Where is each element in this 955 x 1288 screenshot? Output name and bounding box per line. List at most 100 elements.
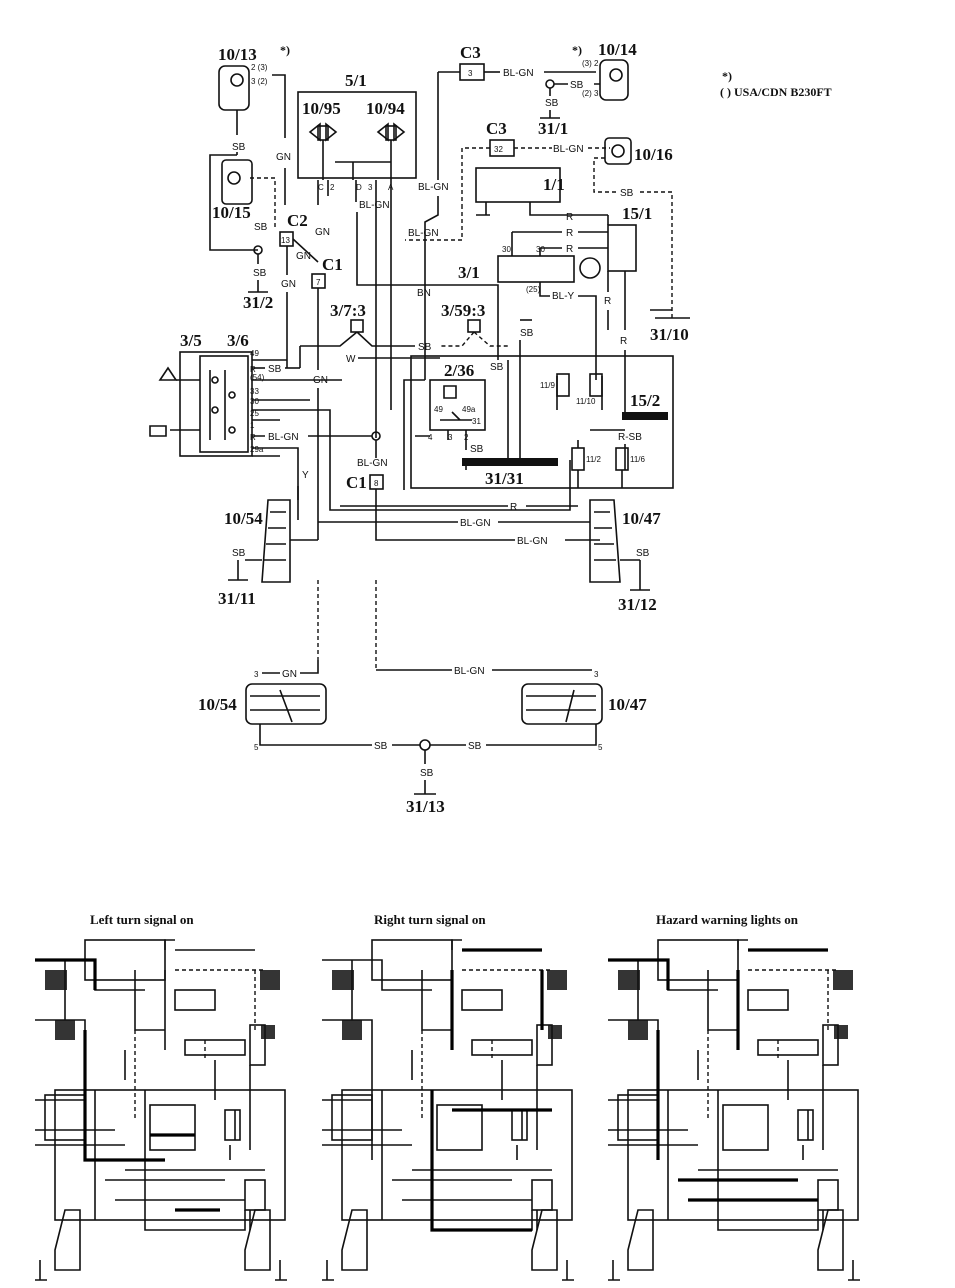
svg-text:49: 49 xyxy=(434,405,443,414)
svg-text:GN: GN xyxy=(296,251,311,262)
lamp-10-14 xyxy=(599,59,629,101)
svg-text:5: 5 xyxy=(254,743,259,752)
svg-text:29a: 29a xyxy=(250,445,264,454)
svg-text:11/10: 11/10 xyxy=(576,397,596,406)
svg-text:R: R xyxy=(566,244,573,255)
label-31-11: 31/11 xyxy=(218,589,256,608)
svg-text:2 (3): 2 (3) xyxy=(251,63,268,72)
svg-text:GN: GN xyxy=(315,227,330,238)
state-diagram-hazard: Hazard warning lights on xyxy=(607,912,861,1281)
fuse-11-9 xyxy=(556,373,570,397)
svg-text:5: 5 xyxy=(598,743,603,752)
svg-text:SB: SB xyxy=(232,548,246,559)
svg-text:3: 3 xyxy=(254,670,259,679)
svg-text:GN: GN xyxy=(282,669,297,680)
note-mark-10-13: *) xyxy=(280,43,290,57)
svg-text:33: 33 xyxy=(250,387,259,396)
svg-text:1: 1 xyxy=(250,421,255,430)
label-c2: C2 xyxy=(287,211,308,230)
fusebox-outline xyxy=(410,355,674,489)
label-31-1: 31/1 xyxy=(538,119,568,138)
svg-text:SB: SB xyxy=(254,222,268,233)
svg-text:R: R xyxy=(566,212,573,223)
svg-text:BL-GN: BL-GN xyxy=(460,518,491,529)
label-3-5: 3/5 xyxy=(180,331,202,350)
svg-text:3: 3 xyxy=(368,183,373,192)
lamp-10-47-lower xyxy=(521,683,603,725)
label-15-2: 15/2 xyxy=(630,391,660,410)
caption-hazard: Hazard warning lights on xyxy=(656,912,799,927)
svg-text:BL-GN: BL-GN xyxy=(553,144,584,155)
svg-text:BN: BN xyxy=(417,288,431,299)
svg-text:BL-Y: BL-Y xyxy=(552,291,575,302)
svg-text:C: C xyxy=(318,183,324,192)
svg-text:R: R xyxy=(510,502,517,513)
svg-text:BL-GN: BL-GN xyxy=(454,666,485,677)
label-10-47-lower: 10/47 xyxy=(608,695,647,714)
note-text: ( ) USA/CDN B230FT xyxy=(720,85,832,99)
svg-text:4: 4 xyxy=(428,433,433,442)
label-10-54-lower: 10/54 xyxy=(198,695,237,714)
svg-text:R: R xyxy=(620,336,627,347)
relay-15-1 xyxy=(607,224,637,272)
svg-text:SB: SB xyxy=(470,444,484,455)
svg-text:GN: GN xyxy=(276,152,291,163)
svg-text:11/2: 11/2 xyxy=(586,455,602,464)
label-3-7-3: 3/7:3 xyxy=(330,301,366,320)
svg-text:BL-GN: BL-GN xyxy=(418,182,449,193)
fuse-11-6 xyxy=(615,447,629,471)
main-schematic: 10/13 *) 2 (3) 3 (2) SB GN 10/15 SB SB 3… xyxy=(149,40,832,816)
label-3-59-3: 3/59:3 xyxy=(441,301,485,320)
caption-left-turn: Left turn signal on xyxy=(90,912,194,927)
label-31-10: 31/10 xyxy=(650,325,689,344)
svg-text:25: 25 xyxy=(250,409,259,418)
label-c3-top: C3 xyxy=(460,43,481,62)
label-5-1: 5/1 xyxy=(345,71,367,90)
svg-text:7: 7 xyxy=(316,278,321,287)
switch-block-3-5 xyxy=(179,351,253,457)
label-31-2: 31/2 xyxy=(243,293,273,312)
svg-text:Y: Y xyxy=(302,470,309,481)
label-10-15: 10/15 xyxy=(212,203,251,222)
svg-text:3: 3 xyxy=(594,670,599,679)
svg-text:11/9: 11/9 xyxy=(540,381,556,390)
svg-text:31: 31 xyxy=(472,417,481,426)
caption-right-turn: Right turn signal on xyxy=(374,912,486,927)
svg-text:GN: GN xyxy=(281,279,296,290)
svg-text:SB: SB xyxy=(545,98,559,109)
lamp-10-54-lower xyxy=(245,683,327,725)
label-10-47-upper: 10/47 xyxy=(622,509,661,528)
svg-text:SB: SB xyxy=(420,768,434,779)
component-1-1 xyxy=(475,167,561,203)
svg-text:BL-GN: BL-GN xyxy=(408,228,439,239)
label-31-31: 31/31 xyxy=(485,469,524,488)
svg-text:D: D xyxy=(356,183,362,192)
note-mark-10-14: *) xyxy=(572,43,582,57)
switch-3-1 xyxy=(497,255,575,283)
label-10-16: 10/16 xyxy=(634,145,673,164)
label-1-1: 1/1 xyxy=(543,175,565,194)
svg-text:R-SB: R-SB xyxy=(618,432,642,443)
svg-text:(25): (25) xyxy=(526,285,541,294)
ground-bar-31-31 xyxy=(462,458,558,466)
svg-text:32: 32 xyxy=(494,145,503,154)
lamp-10-15 xyxy=(221,159,253,205)
svg-text:SB: SB xyxy=(232,142,246,153)
svg-text:W: W xyxy=(346,354,356,365)
lamp-10-54-upper xyxy=(261,499,291,583)
lamp-10-13 xyxy=(218,65,250,111)
svg-text:13: 13 xyxy=(281,236,290,245)
svg-text:SB: SB xyxy=(374,741,388,752)
svg-text:SB: SB xyxy=(268,364,282,375)
connector-3-59-3 xyxy=(467,319,481,333)
label-2-36: 2/36 xyxy=(444,361,474,380)
label-10-94: 10/94 xyxy=(366,99,405,118)
svg-text:49: 49 xyxy=(250,349,259,358)
label-10-54-upper: 10/54 xyxy=(224,509,263,528)
svg-text:BL-GN: BL-GN xyxy=(357,458,388,469)
svg-text:SB: SB xyxy=(520,328,534,339)
svg-text:SB: SB xyxy=(490,362,504,373)
svg-text:R: R xyxy=(604,296,611,307)
svg-text:3: 3 xyxy=(468,69,473,78)
